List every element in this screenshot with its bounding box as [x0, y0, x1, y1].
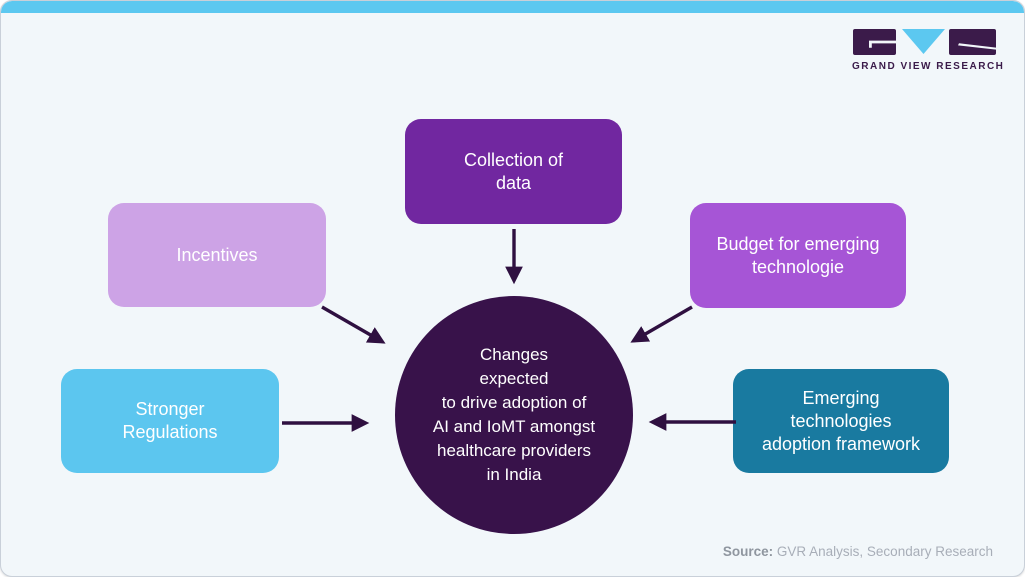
brand-name: GRAND VIEW RESEARCH: [852, 61, 1005, 72]
brand-logo: GRAND VIEW RESEARCH: [852, 29, 1005, 72]
top-accent-bar: [1, 1, 1024, 13]
arrow-incentives-to-center: [321, 305, 386, 344]
gvr-logo-icon: [853, 29, 996, 55]
factor-box-stronger-regulations: Stronger Regulations: [61, 369, 279, 473]
arrow-budget-to-center: [630, 305, 693, 343]
factor-box-collection-of-data: Collection of data: [405, 119, 622, 224]
source-label: Source:: [722, 544, 774, 559]
factor-box-emerging-technologies-adoption-framework: Emerging technologies adoption framework: [733, 369, 949, 473]
source-text: GVR Analysis, Secondary Research: [773, 544, 993, 559]
center-circle-drivers-summary: Changes expected to drive adoption of AI…: [395, 296, 633, 534]
factor-box-incentives: Incentives: [108, 203, 326, 307]
source-attribution: Source: GVR Analysis, Secondary Research: [723, 544, 993, 559]
factor-box-budget-for-emerging-technologie: Budget for emerging technologie: [690, 203, 906, 308]
